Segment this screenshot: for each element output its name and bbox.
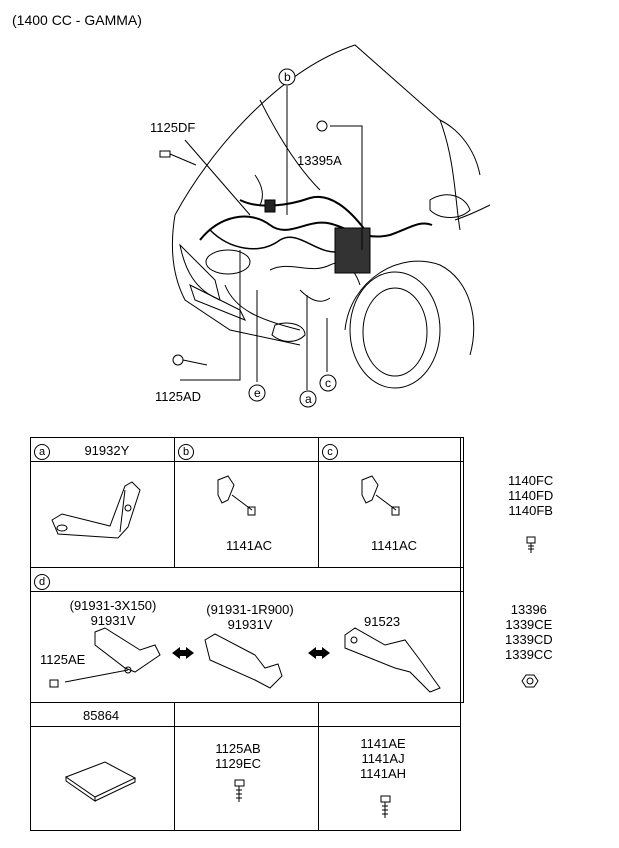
nut-labels: 13396 1339CE 1339CD 1339CC — [505, 602, 553, 662]
d-mid-labels: (91931-1R900) 91931V — [190, 602, 310, 632]
d-mid-code: 91931V — [227, 617, 273, 632]
callout-b-label: b — [284, 70, 291, 84]
cell-b-header: b — [178, 442, 194, 460]
d-right-code: 91523 — [364, 614, 401, 629]
fastener-1: 1140FC — [508, 473, 554, 488]
cell-b-letter: b — [178, 444, 194, 460]
cell-d-header: d — [34, 572, 50, 590]
d-left-code: 91931V — [90, 613, 136, 628]
callout-e-label: e — [254, 386, 261, 400]
callout-c-circle — [319, 374, 337, 392]
cell-c-header: c — [322, 442, 338, 460]
cell-a-header: a 91932Y — [34, 442, 129, 460]
callout-1125DF: 1125DF — [150, 120, 196, 135]
row3-right-3: 1141AH — [360, 766, 407, 781]
callout-e-circle — [248, 384, 266, 402]
row3-right-1: 1141AE — [360, 736, 406, 751]
cell-a-code: 91932Y — [84, 443, 130, 458]
d-left-bolt: 1125AE — [40, 652, 86, 667]
d-left-labels: (91931-3X150) 91931V — [58, 598, 168, 628]
cell-b-part: 1141AC — [226, 538, 273, 553]
fastener-2: 1140FD — [508, 488, 554, 503]
callout-13395A: 13395A — [297, 153, 342, 168]
cell-d-letter: d — [34, 574, 50, 590]
nut-1: 13396 — [510, 602, 547, 617]
cell-c-part: 1141AC — [371, 538, 418, 553]
nut-2: 1339CE — [505, 617, 553, 632]
cell-a-letter: a — [34, 444, 50, 460]
row3-right-labels: 1141AE 1141AJ 1141AH — [360, 736, 406, 781]
callout-a-label: a — [305, 392, 312, 406]
engine-bay-illustration — [159, 44, 491, 408]
callout-b-circle — [278, 68, 296, 86]
pad-code: 85864 — [83, 708, 120, 723]
callout-c-label: c — [325, 376, 331, 390]
row3-mid-1: 1125AB — [215, 741, 261, 756]
diagram-title: (1400 CC - GAMMA) — [12, 12, 142, 28]
row3-right-2: 1141AJ — [361, 751, 405, 766]
fastener-3: 1140FB — [508, 503, 553, 518]
fastener-labels: 1140FC 1140FD 1140FB — [508, 473, 553, 518]
d-mid-alt: (91931-1R900) — [206, 602, 294, 617]
row3-mid-2: 1129EC — [215, 756, 262, 771]
row3-mid-labels: 1125AB 1129EC — [215, 741, 261, 771]
callout-a-circle — [299, 390, 317, 408]
d-left-alt: (91931-3X150) — [69, 598, 157, 613]
callout-1125AD: 1125AD — [155, 389, 202, 404]
nut-4: 1339CC — [505, 647, 553, 662]
cell-c-letter: c — [322, 444, 338, 460]
nut-3: 1339CD — [505, 632, 553, 647]
